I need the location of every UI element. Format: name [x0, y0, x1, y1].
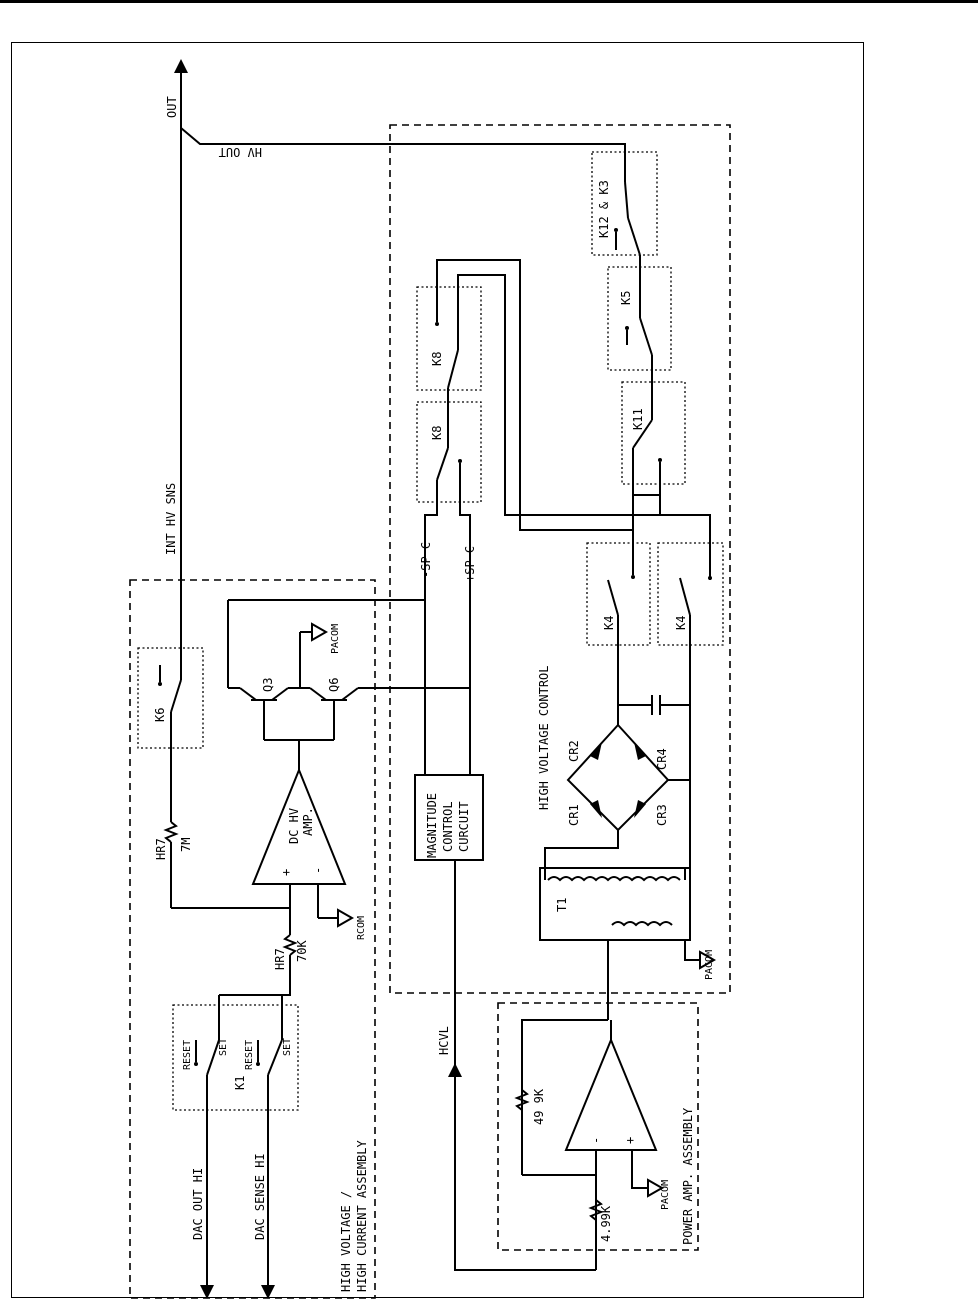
relay-k5: [607, 255, 672, 371]
k1-reset-a: RESET: [182, 1040, 193, 1070]
relay-k4-a: [586, 542, 651, 650]
hr7-7m-value: 7M: [179, 838, 193, 852]
pacom-ground-q: [311, 622, 329, 642]
relay-k6: [137, 647, 204, 760]
magnitude-control-circuit: [414, 774, 484, 1095]
k1-label: K1: [233, 1076, 247, 1090]
pa-minus: -: [589, 1137, 603, 1144]
hv-control-boundary: [389, 124, 731, 994]
hv-control-label: HIGH VOLTAGE CONTROL: [537, 666, 551, 811]
cr3-label: CR3: [655, 804, 669, 826]
int-hv-sns-label: INT HV SNS: [164, 483, 178, 555]
k1-set-b: SET: [282, 1038, 293, 1056]
cr2-label: CR2: [567, 740, 581, 762]
diagram-frame: [11, 42, 864, 1298]
minus-sp-c-label: -SP C: [419, 542, 433, 578]
k4-to-bridge-wires: [617, 650, 691, 868]
rcom-ground-symbol: [318, 908, 355, 928]
r-49-9k-label: 49 9K: [532, 1088, 546, 1125]
hr7-7m-ref: HR7: [154, 838, 168, 860]
k11-label: K11: [631, 408, 645, 430]
hr7-70k-value: 70K: [295, 940, 309, 962]
rcom-label: RCOM: [356, 916, 367, 940]
hv-hc-assembly-label-1: HIGH VOLTAGE /: [339, 1191, 353, 1292]
power-amp-assembly-boundary: [497, 1002, 699, 1251]
transformer-t1: [539, 867, 717, 1020]
power-amplifier: [454, 1019, 665, 1271]
r-4-99k-label: 4.99K: [599, 1205, 613, 1242]
k6-label: K6: [153, 708, 167, 722]
relay-k1: [172, 970, 299, 1299]
k4-b-label: K4: [674, 616, 688, 630]
pacom-t1-label: PACOM: [704, 950, 715, 980]
resistor-hr7-7m: [163, 760, 290, 909]
transistor-q3: [227, 600, 300, 740]
transistor-q6: [299, 631, 470, 740]
cr4-label: CR4: [655, 748, 669, 770]
pacom-pa-label: PACOM: [660, 1180, 671, 1210]
amp-label-1: DC HV: [287, 808, 301, 844]
q6-label: Q6: [327, 678, 341, 692]
k4-a-label: K4: [602, 616, 616, 630]
relay-k11: [621, 355, 686, 495]
amp-minus: -: [311, 867, 325, 874]
k8-b-label: K8: [430, 352, 444, 366]
relay-k4-b: [657, 542, 724, 650]
diode-bridge: [544, 724, 690, 868]
relay-k12-k3: [591, 151, 658, 256]
relay-k8-b: [416, 286, 482, 391]
amp-label-2: AMP.: [301, 807, 315, 836]
resistor-4-99k: [588, 1199, 604, 1221]
mag-label-3: CURCUIT: [457, 801, 471, 852]
mag-label-1: MAGNITUDE: [425, 793, 439, 858]
mag-label-2: CONTROL: [441, 801, 455, 852]
t1-label: T1: [555, 898, 569, 912]
cr1-label: CR1: [567, 804, 581, 826]
k5-label: K5: [619, 291, 633, 305]
out-line: [174, 59, 626, 680]
k1-set-a: SET: [218, 1038, 229, 1056]
k8-a-label: K8: [430, 426, 444, 440]
page-top-rule: [0, 0, 978, 3]
resistor-49-9k: [514, 1089, 530, 1111]
sp-c-wires: [228, 480, 471, 775]
dc-hv-amplifier: [251, 739, 347, 918]
hv-out-label: HV OUT: [219, 145, 262, 159]
amp-plus: +: [279, 869, 293, 876]
pacom-q-label: PACOM: [330, 624, 341, 654]
k12-k3-label: K12 & K3: [597, 180, 611, 238]
hv-hc-assembly-boundary: [129, 579, 376, 1299]
k1-reset-b: RESET: [244, 1040, 255, 1070]
q3-label: Q3: [261, 678, 275, 692]
hv-hc-assembly-label-2: HIGH CURRENT ASSEMBLY: [355, 1140, 369, 1292]
k8-routing-wires: [436, 259, 711, 580]
relay-k8-a: [416, 388, 482, 503]
dac-sense-hi-label: DAC SENSE HI: [253, 1153, 267, 1240]
hr7-70k-ref: HR7: [273, 948, 287, 970]
resistor-hr7-70k: [282, 908, 298, 970]
out-label: OUT: [165, 96, 179, 118]
hcvl-label: HCVL: [437, 1026, 451, 1055]
power-amp-label: POWER AMP. ASSEMBLY: [681, 1107, 695, 1245]
pa-plus: +: [623, 1137, 637, 1144]
plus-sp-c-label: +SP C: [463, 546, 477, 582]
k11-feed-wire: [632, 494, 661, 530]
dac-out-hi-label: DAC OUT HI: [191, 1168, 205, 1240]
